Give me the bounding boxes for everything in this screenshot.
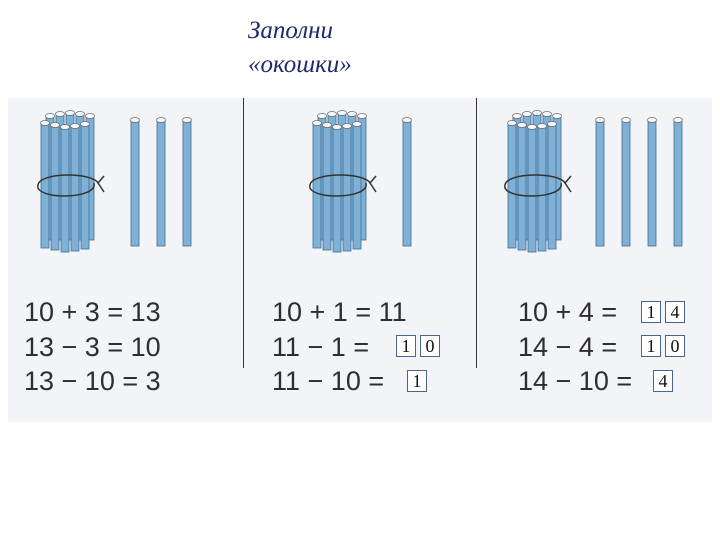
bundled-stick: [80, 121, 90, 250]
equation: 11 − 1 =: [272, 332, 370, 362]
answer-box[interactable]: 4: [665, 301, 685, 323]
bundled-stick: [517, 122, 527, 251]
equation: 10 + 1 = 11: [272, 297, 407, 327]
loose-stick: [156, 117, 166, 247]
equation: 14 − 10 =: [518, 366, 633, 396]
bundled-stick: [40, 120, 50, 249]
answer-box[interactable]: 1: [407, 370, 427, 392]
bundled-stick: [312, 120, 322, 249]
equation: 11 − 10 =: [272, 366, 385, 396]
bundled-stick: [537, 123, 547, 252]
answer-box[interactable]: 0: [420, 335, 440, 357]
bundled-stick: [60, 124, 70, 253]
string-tie: [504, 174, 572, 197]
answer-box[interactable]: 0: [665, 335, 685, 357]
equation: 14 − 4 =: [518, 332, 618, 362]
answer-box[interactable]: 1: [641, 301, 661, 323]
column-divider: [476, 98, 477, 368]
bundled-stick: [322, 122, 332, 251]
bundled-stick: [507, 120, 517, 249]
equation: 13 − 3 = 10: [24, 332, 161, 362]
string-tie: [309, 174, 377, 197]
task-title: Заполни «окошки»: [248, 14, 352, 82]
counting-sticks: [37, 110, 683, 253]
loose-stick: [673, 117, 683, 247]
equation: 10 + 4 =: [518, 297, 618, 327]
answer-box[interactable]: 1: [641, 335, 661, 357]
bundled-stick: [527, 124, 537, 253]
loose-stick: [647, 117, 657, 247]
loose-stick: [621, 117, 631, 247]
loose-stick: [402, 117, 412, 247]
loose-stick: [182, 117, 192, 247]
column-divider: [243, 98, 244, 368]
bundled-stick: [342, 123, 352, 252]
title-line-2: «окошки»: [248, 51, 352, 78]
bundled-stick: [332, 124, 342, 253]
bundled-stick: [50, 122, 60, 251]
string-tie: [37, 174, 105, 197]
answer-box[interactable]: 1: [396, 335, 416, 357]
equation: 10 + 3 = 13: [24, 297, 161, 327]
loose-stick: [130, 117, 140, 247]
bundled-stick: [70, 123, 80, 252]
bundled-stick: [352, 121, 362, 250]
bundled-stick: [547, 121, 557, 250]
answer-box[interactable]: 4: [653, 370, 673, 392]
title-line-1: Заполни: [248, 17, 334, 44]
loose-stick: [595, 117, 605, 247]
equation: 13 − 10 = 3: [24, 366, 161, 396]
